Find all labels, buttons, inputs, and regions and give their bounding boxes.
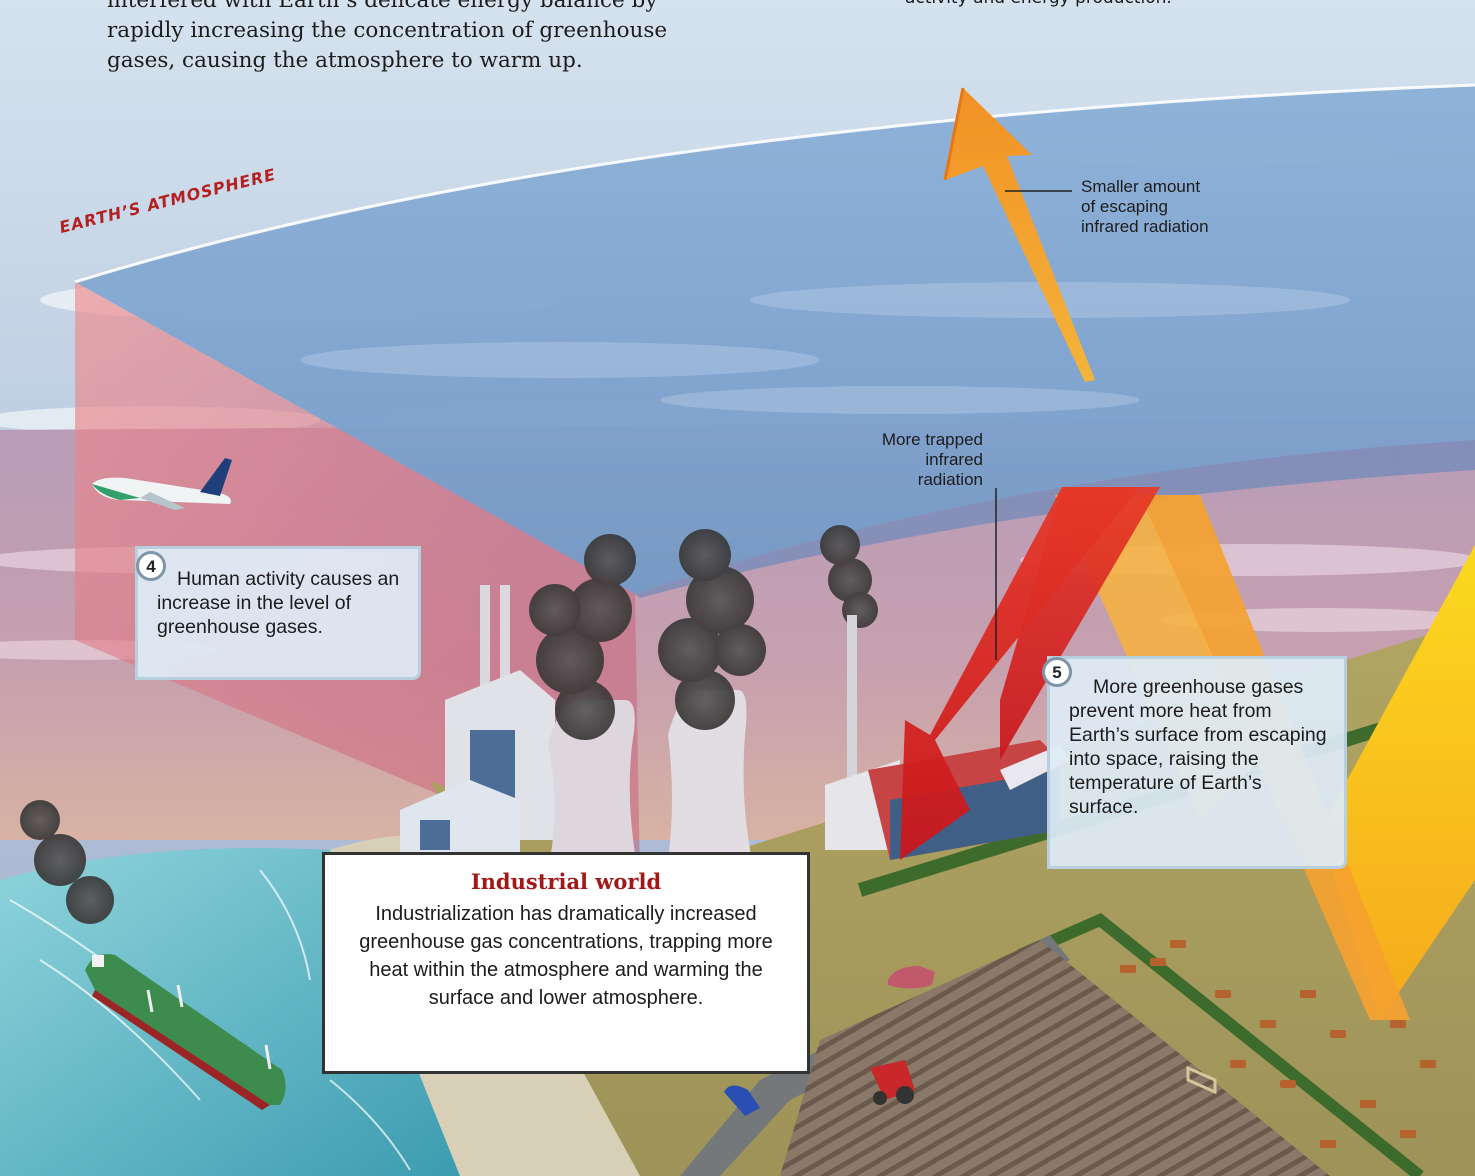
intro-line-mid: rapidly increasing the concentration of …: [107, 18, 668, 43]
callout-5-number: 5: [1042, 657, 1072, 687]
airplane-icon: [92, 458, 232, 510]
trapped-radiation-label: More trapped infrared radiation: [881, 430, 983, 489]
callout-5: 5 More greenhouse gases prevent more hea…: [1042, 656, 1347, 869]
industrial-world-title: Industrial world: [470, 869, 662, 894]
tractor-icon: [870, 1060, 915, 1105]
escaping-radiation-label: Smaller amount of escaping infrared radi…: [1081, 177, 1209, 236]
callout-4: 4 Human activity causes an increase in t…: [135, 546, 421, 680]
cargo-ship-icon: [85, 954, 286, 1110]
top-right-note: activity and energy production.: [905, 0, 1205, 8]
intro-paragraph: interfered with Earth’s delicate energy …: [107, 0, 687, 76]
cow-icon: [1120, 940, 1436, 1148]
cooling-tower-icon: [548, 690, 752, 860]
gate-icon: [1186, 1065, 1217, 1095]
callout-4-number: 4: [136, 551, 166, 581]
intro-line-top: interfered with Earth’s delicate energy …: [107, 0, 658, 13]
callout-4-text: Human activity causes an increase in the…: [157, 568, 400, 638]
intro-line-bottom: gases, causing the atmosphere to warm up…: [107, 48, 583, 73]
power-plant-icon: [400, 585, 555, 860]
industrial-world-box: Industrial world Industrialization has d…: [322, 852, 810, 1074]
callout-5-text: More greenhouse gases prevent more heat …: [1069, 676, 1327, 818]
car-icon: [724, 966, 935, 1116]
industrial-world-text: Industrialization has dramatically incre…: [359, 903, 773, 1009]
